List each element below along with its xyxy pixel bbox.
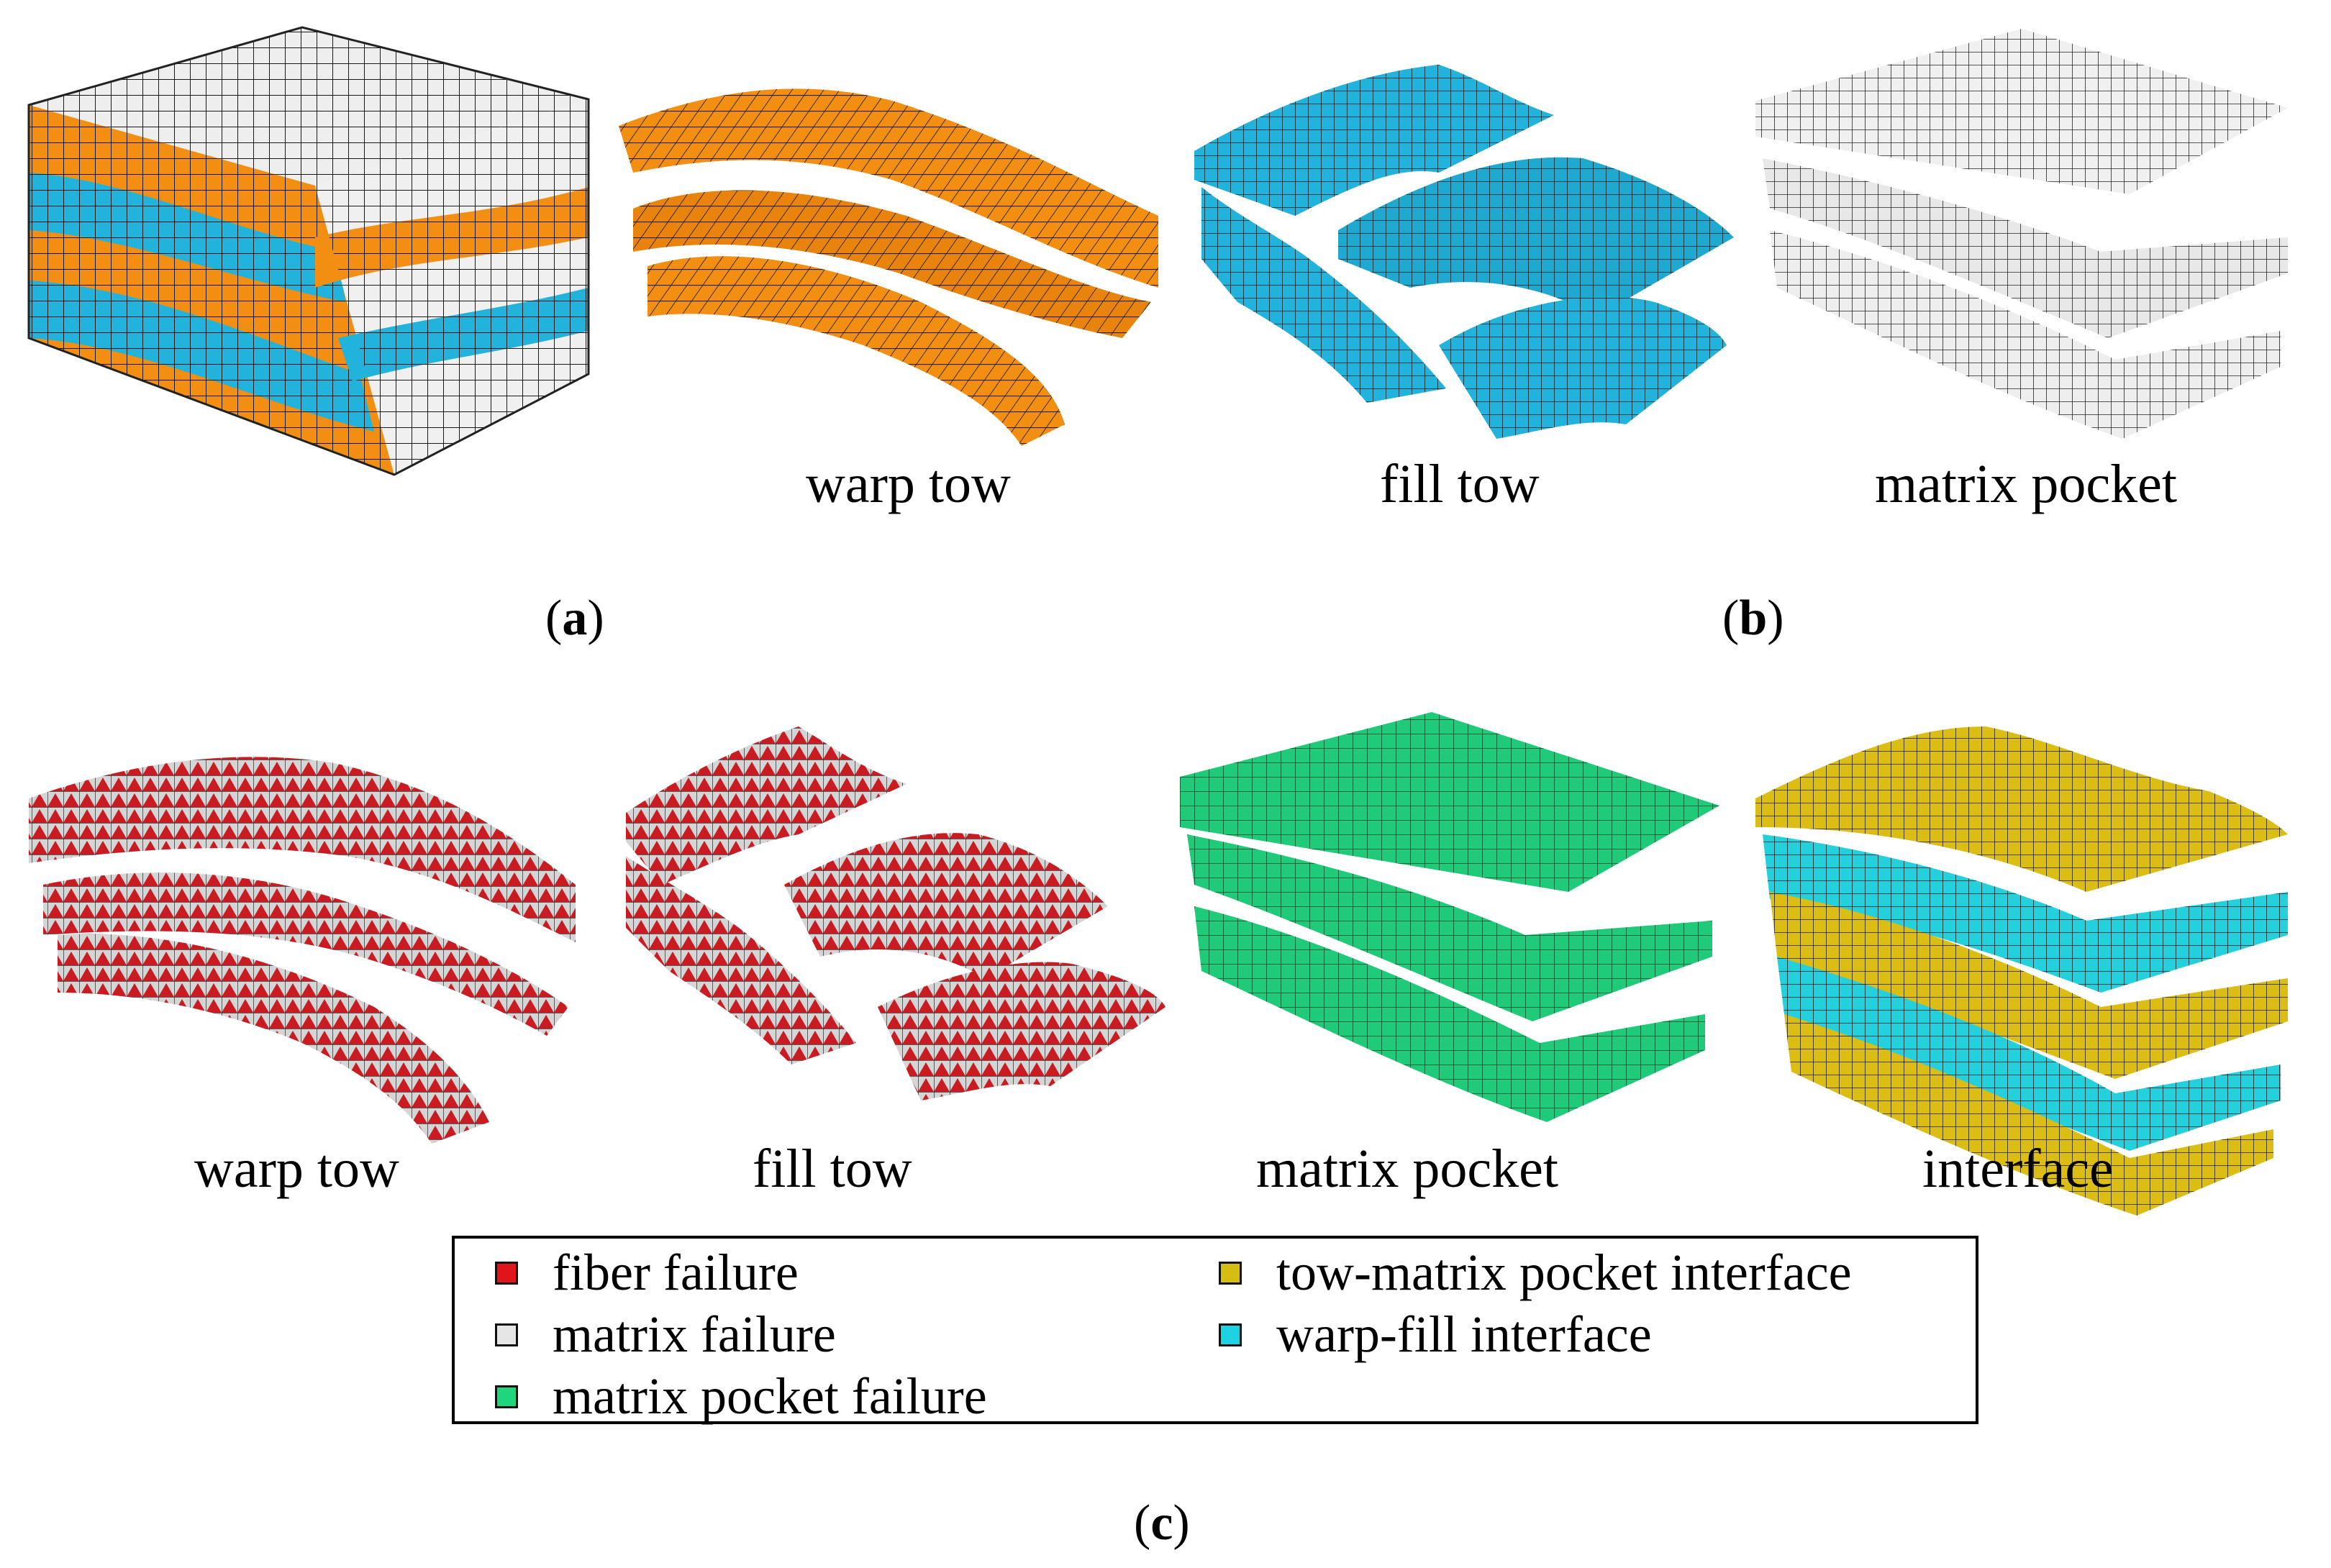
- fill-tow-failure-mesh: [626, 726, 1166, 1100]
- subfigure-label-b: (b): [1722, 591, 1784, 646]
- matrix-pocket-mesh: [1755, 29, 2288, 439]
- legend-label: tow-matrix pocket interface: [1276, 1244, 1852, 1301]
- fill-tow-mesh: [1194, 65, 1734, 439]
- caption-matrix-pocket-b: matrix pocket: [1875, 454, 2177, 514]
- unit-cell-block: [27, 26, 590, 476]
- legend-swatch: [1219, 1261, 1242, 1285]
- legend-item-tow-matrix-interface: tow-matrix pocket interface: [1219, 1243, 1852, 1303]
- legend-label: fiber failure: [553, 1244, 799, 1301]
- caption-warp-tow-b: warp tow: [806, 454, 1011, 514]
- legend-item-matrix-pocket-failure: matrix pocket failure: [495, 1367, 987, 1426]
- legend-label: warp-fill interface: [1276, 1305, 1652, 1363]
- legend-swatch: [1219, 1323, 1242, 1346]
- matrix-pocket-failure-mesh: [1180, 712, 1719, 1122]
- subfigure-label-a: (a): [545, 591, 604, 646]
- legend-item-fiber-failure: fiber failure: [495, 1243, 799, 1303]
- legend-swatch: [495, 1323, 518, 1346]
- legend-item-warp-fill-interface: warp-fill interface: [1219, 1305, 1652, 1364]
- legend-swatch: [495, 1385, 518, 1408]
- legend-label: matrix failure: [553, 1305, 836, 1363]
- legend-item-matrix-failure: matrix failure: [495, 1305, 836, 1364]
- warp-tow-mesh: [619, 88, 1158, 446]
- caption-fill-tow-c: fill tow: [753, 1139, 912, 1199]
- caption-fill-tow-b: fill tow: [1380, 454, 1540, 514]
- subfigure-label-c: (c): [1134, 1495, 1190, 1551]
- caption-matrix-pocket-c: matrix pocket: [1256, 1139, 1558, 1199]
- legend-swatch: [495, 1261, 518, 1285]
- interface-mesh: [1755, 726, 2288, 1216]
- legend-label: matrix pocket failure: [553, 1367, 987, 1425]
- legend-box: fiber failure matrix failure matrix pock…: [452, 1236, 1978, 1426]
- caption-warp-tow-c: warp tow: [194, 1139, 399, 1199]
- caption-interface-c: interface: [1922, 1139, 2114, 1199]
- warp-tow-failure-mesh: [29, 757, 576, 1144]
